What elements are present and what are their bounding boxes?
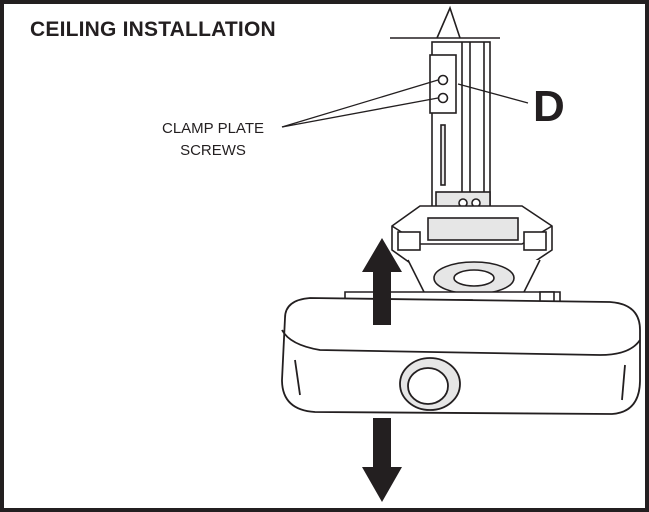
page-title: CEILING INSTALLATION [30, 18, 276, 41]
mount-head [391, 205, 553, 301]
clamp-plate-callout: CLAMP PLATE SCREWS [128, 118, 298, 162]
leader-lines [281, 79, 529, 128]
callout-line: SCREWS [180, 142, 246, 159]
projector [281, 297, 641, 415]
callout-line: CLAMP PLATE [162, 120, 264, 137]
part-label-d: D [533, 82, 565, 131]
arrow-up-icon [362, 238, 402, 325]
arrow-down-icon [362, 418, 402, 502]
